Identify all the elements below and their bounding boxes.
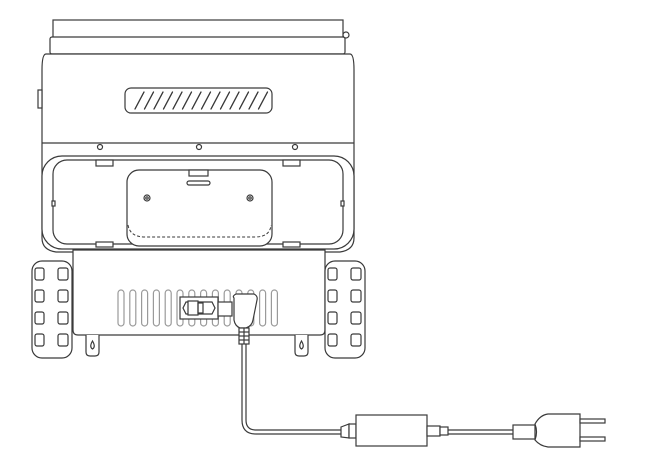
right-wheel	[324, 260, 366, 359]
power-switch[interactable]	[179, 296, 219, 320]
vent-grille-top	[124, 87, 273, 114]
tread	[34, 311, 45, 325]
tread	[57, 289, 69, 303]
grille-slot	[129, 289, 137, 327]
vent-slot-inner	[191, 91, 202, 110]
vent-slot-inner	[248, 91, 259, 110]
power-adapter	[340, 414, 449, 447]
grille-slot	[141, 289, 149, 327]
vent-slot-inner	[181, 91, 193, 110]
feet	[85, 335, 309, 357]
vent-slot-inner	[210, 91, 221, 110]
grille-slot	[117, 289, 125, 327]
wheel-tire	[31, 260, 73, 359]
grille-slot	[164, 289, 172, 327]
tread	[350, 289, 362, 303]
grille-slot	[270, 289, 278, 327]
vent-slot-inner	[153, 91, 164, 110]
left-wheel	[31, 260, 73, 359]
vent-slot-inner	[134, 91, 145, 110]
vent-slot-inner	[219, 91, 231, 110]
vent-slot-inner	[162, 91, 174, 110]
usb-port-icon	[186, 180, 211, 186]
tread	[327, 267, 338, 281]
vent-slot-inner	[172, 91, 183, 110]
screws	[96, 143, 299, 151]
tread	[34, 267, 45, 281]
tread	[350, 267, 362, 281]
rear-panel	[41, 155, 355, 250]
tread	[57, 267, 69, 281]
power-connector	[217, 293, 258, 345]
tread	[350, 311, 362, 325]
vent-slot-inner	[229, 91, 240, 110]
tread	[327, 289, 338, 303]
tread	[327, 333, 338, 347]
tread	[350, 333, 362, 347]
vent-slot-inner	[143, 91, 155, 110]
wall-plug	[512, 413, 606, 448]
tread	[34, 289, 45, 303]
grille-slot	[259, 289, 267, 327]
tread	[327, 311, 338, 325]
lower-body	[72, 249, 326, 336]
vent-slot-inner	[257, 91, 269, 110]
top-lid	[49, 19, 350, 55]
vent-slot-inner	[200, 91, 212, 110]
vent-slot-inner	[238, 91, 250, 110]
grille-slot	[152, 289, 160, 327]
tread	[57, 333, 69, 347]
tread	[34, 333, 45, 347]
wheel-tire	[324, 260, 366, 359]
tread	[57, 311, 69, 325]
